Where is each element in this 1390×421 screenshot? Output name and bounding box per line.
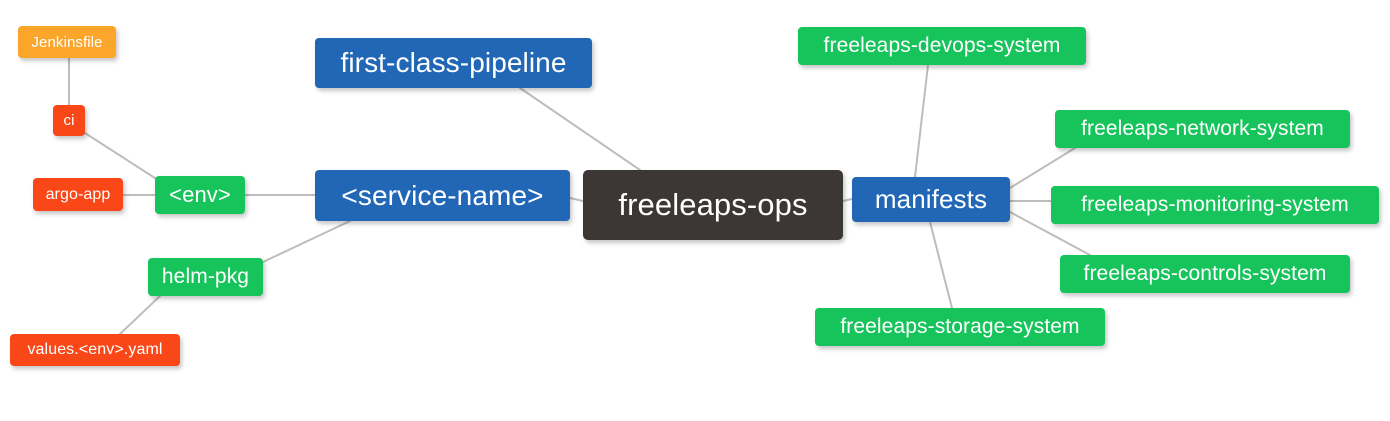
mindmap-node-monitoring-system[interactable]: freeleaps-monitoring-system <box>1051 186 1379 224</box>
edge-manifests-to-storage-system <box>929 221 953 309</box>
mindmap-node-label: helm-pkg <box>161 265 250 288</box>
mindmap-node-freeleaps-ops[interactable]: freeleaps-ops <box>583 170 843 240</box>
mindmap-node-service-name[interactable]: <service-name> <box>315 170 570 221</box>
mindmap-node-env[interactable]: <env> <box>155 176 245 214</box>
mindmap-node-values-yaml[interactable]: values.<env>.yaml <box>10 334 180 366</box>
edge-helm-pkg-to-values-yaml <box>119 295 161 335</box>
edge-freeleaps-ops-to-manifests <box>842 198 853 202</box>
mindmap-node-label: freeleaps-devops-system <box>823 34 1061 57</box>
edge-service-name-to-freeleaps-ops <box>569 197 584 202</box>
mindmap-node-label: freeleaps-network-system <box>1081 117 1324 140</box>
mindmap-node-network-system[interactable]: freeleaps-network-system <box>1055 110 1350 148</box>
mindmap-node-label: freeleaps-controls-system <box>1083 262 1327 285</box>
mindmap-node-label: ci <box>63 112 75 129</box>
mindmap-node-label: <env> <box>169 182 231 207</box>
edge-service-name-to-helm-pkg <box>262 220 351 263</box>
edge-manifests-to-network-system <box>1009 147 1076 189</box>
edge-manifests-to-devops-system <box>914 64 929 178</box>
mindmap-node-label: argo-app <box>45 185 111 203</box>
edge-first-class-pipeline-to-freeleaps-ops <box>519 87 641 171</box>
mindmap-node-ci[interactable]: ci <box>53 105 85 136</box>
mindmap-node-helm-pkg[interactable]: helm-pkg <box>148 258 263 296</box>
mindmap-node-jenkinsfile[interactable]: Jenkinsfile <box>18 26 116 58</box>
mindmap-node-label: <service-name> <box>341 179 544 211</box>
mindmap-node-label: freeleaps-storage-system <box>840 315 1080 338</box>
mindmap-node-argo-app[interactable]: argo-app <box>33 178 123 211</box>
edge-ci-to-env <box>84 132 159 181</box>
mindmap-node-label: manifests <box>874 184 988 214</box>
mindmap-node-label: first-class-pipeline <box>340 47 567 78</box>
mindmap-node-label: values.<env>.yaml <box>27 341 163 358</box>
mindmap-node-manifests[interactable]: manifests <box>852 177 1010 222</box>
mindmap-node-label: Jenkinsfile <box>31 33 103 51</box>
mindmap-node-controls-system[interactable]: freeleaps-controls-system <box>1060 255 1350 293</box>
mindmap-node-devops-system[interactable]: freeleaps-devops-system <box>798 27 1086 65</box>
mindmap-node-first-class-pipeline[interactable]: first-class-pipeline <box>315 38 592 88</box>
mindmap-node-storage-system[interactable]: freeleaps-storage-system <box>815 308 1105 346</box>
mindmap-node-label: freeleaps-ops <box>618 187 808 222</box>
mindmap-node-label: freeleaps-monitoring-system <box>1081 193 1349 216</box>
